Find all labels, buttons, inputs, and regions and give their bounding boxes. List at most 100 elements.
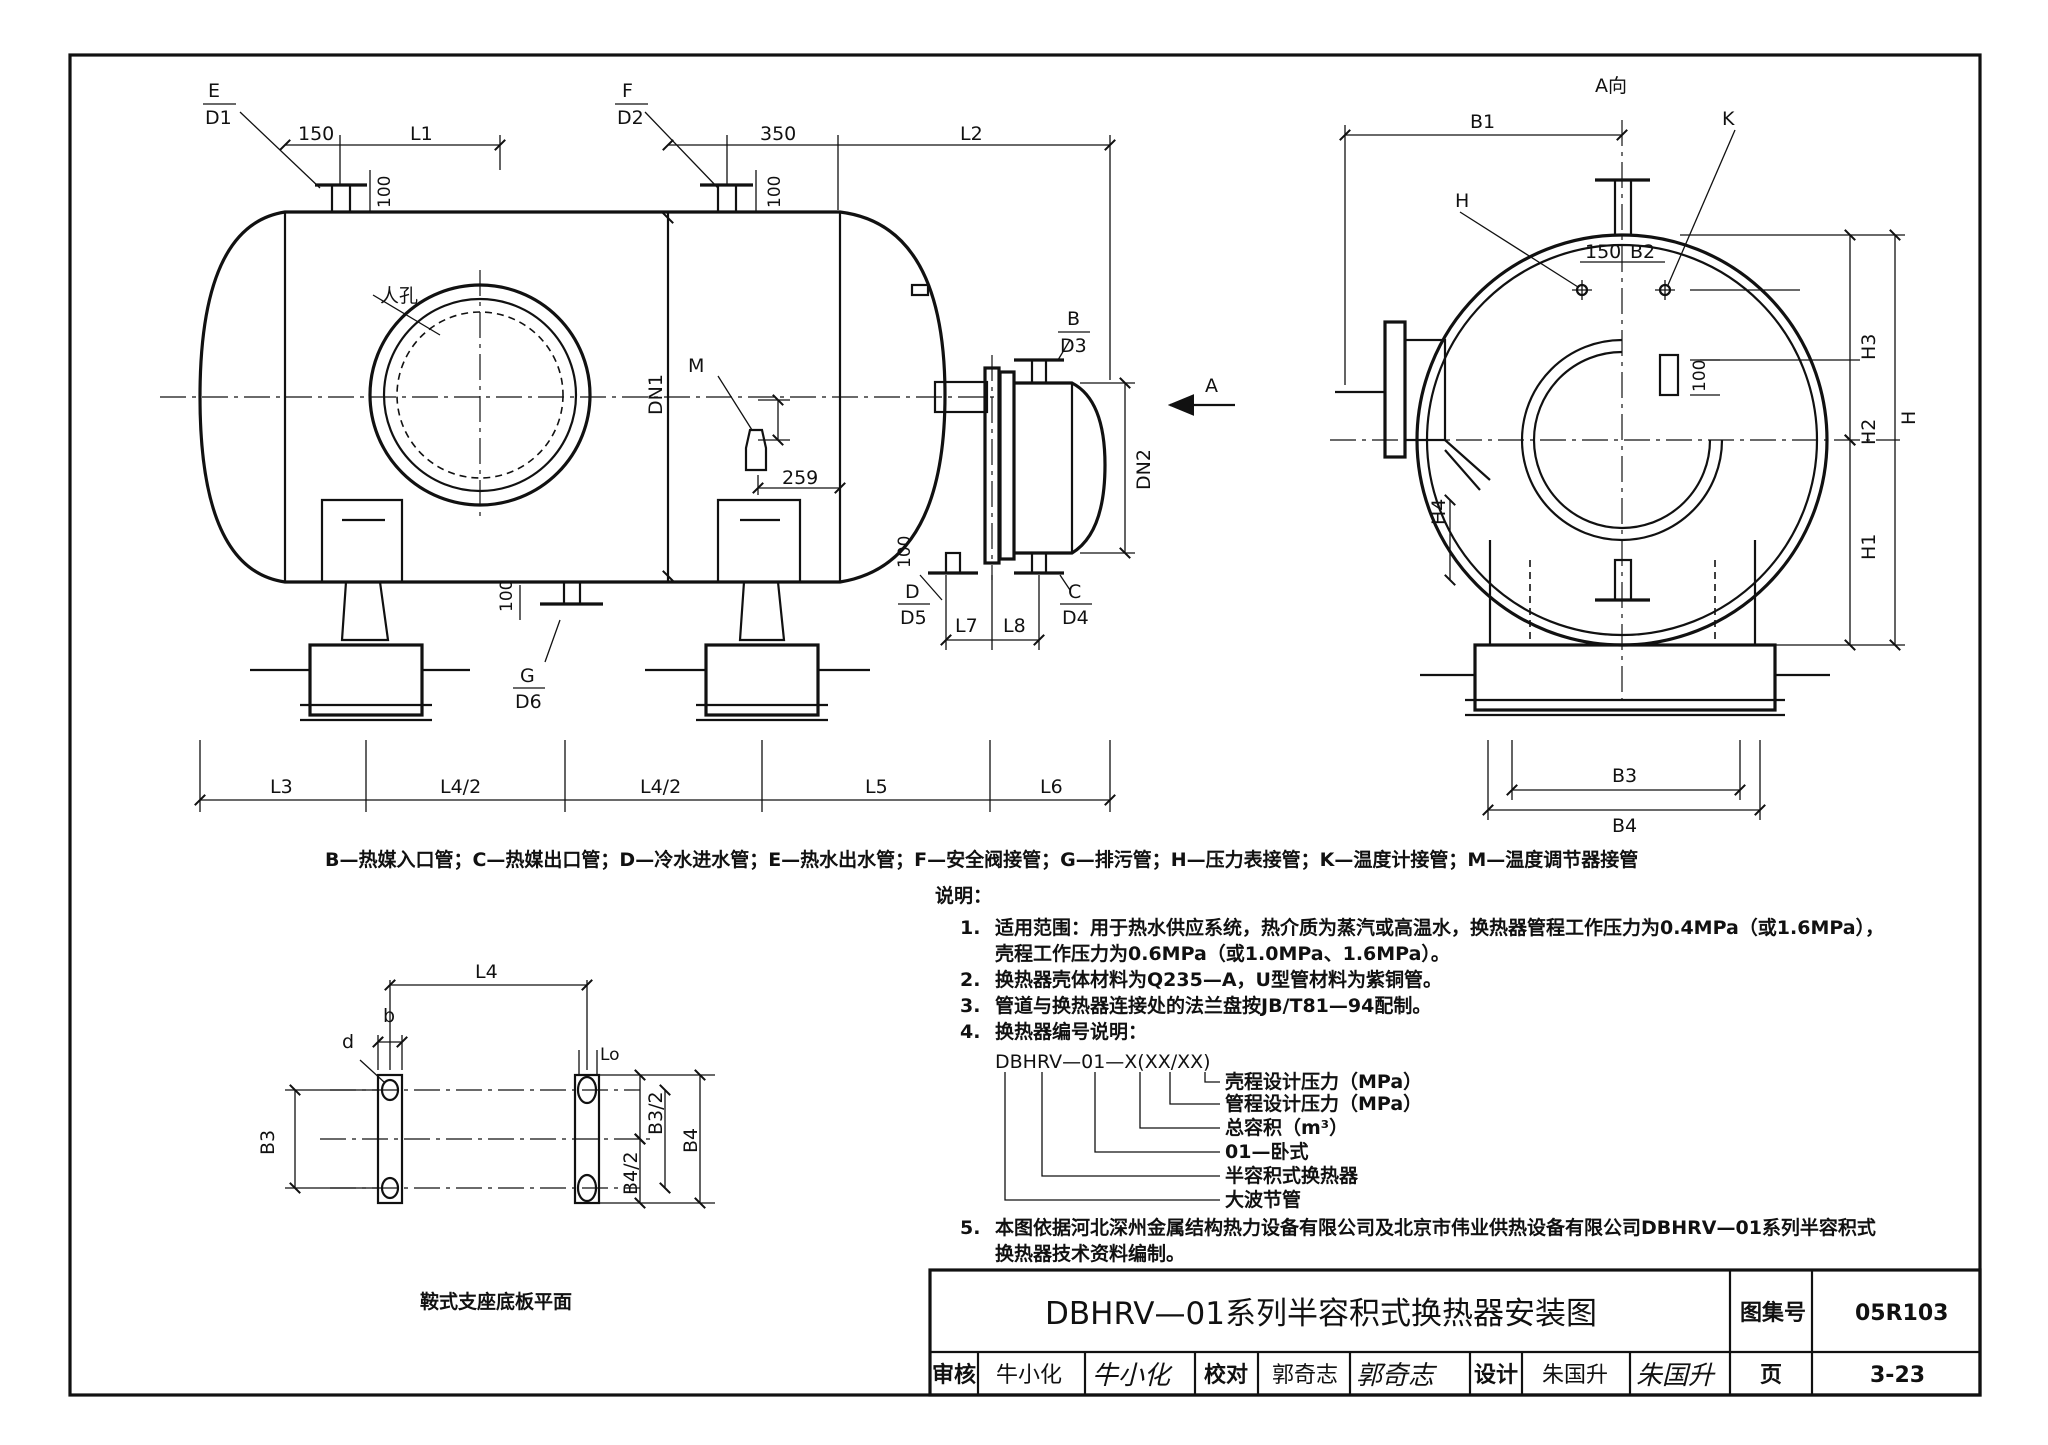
- dim-100-d: 100: [895, 536, 915, 568]
- dim-150-side: 150: [1585, 241, 1621, 263]
- note-1-num: 1.: [960, 917, 980, 939]
- dim-B1: B1: [1470, 111, 1495, 133]
- reviewer-signature: 牛小化: [1092, 1361, 1173, 1391]
- dim-B4-2-plan: B4/2: [620, 1151, 642, 1195]
- notes: 说明： 1. 适用范围：用于热水供应系统，热介质为蒸汽或高温水，换热器管程工作压…: [935, 884, 1884, 1265]
- dim-B3-side: B3: [1612, 765, 1637, 787]
- dim-L3: L3: [270, 776, 293, 798]
- dim-259: 259: [782, 467, 818, 489]
- dim-L8: L8: [1003, 615, 1026, 637]
- code-item-1: 壳程设计压力（MPa）: [1224, 1070, 1422, 1093]
- designer-signature: 朱国升: [1636, 1361, 1716, 1391]
- dim-100-side: 100: [1690, 360, 1710, 392]
- dim-H1: H1: [1858, 534, 1880, 560]
- note-5-num: 5.: [960, 1217, 980, 1239]
- dim-150-top: 150: [298, 123, 334, 145]
- label-E: E: [208, 80, 220, 102]
- label-D3: D3: [1060, 335, 1087, 357]
- label-b: b: [383, 1005, 395, 1027]
- base-plan-caption: 鞍式支座底板平面: [420, 1290, 572, 1313]
- view-arrow-A: A: [1205, 375, 1218, 397]
- label-D5: D5: [900, 607, 927, 629]
- label-K: K: [1722, 108, 1735, 130]
- dim-B3-2-plan: B3/2: [645, 1091, 667, 1135]
- code-item-4: 01—卧式: [1225, 1140, 1308, 1163]
- notes-heading: 说明：: [935, 884, 992, 907]
- atlas-number: 05R103: [1855, 1301, 1948, 1326]
- dim-L4-2-b: L4/2: [640, 776, 681, 798]
- reviewer-name: 牛小化: [996, 1363, 1062, 1388]
- main-view: 人孔: [160, 80, 1235, 812]
- dim-H3: H3: [1858, 334, 1880, 360]
- dim-L2: L2: [960, 123, 983, 145]
- code-item-5: 半容积式换热器: [1225, 1164, 1359, 1187]
- label-Lo: Lo: [600, 1045, 620, 1065]
- dim-DN1: DN1: [645, 374, 667, 415]
- dim-100-f: 100: [765, 176, 785, 208]
- side-view: A向 B1 K H 150 B2 100 H3 H2 H H4 H1 B3 B4: [1330, 75, 1920, 837]
- dim-H: H: [1898, 411, 1920, 425]
- tube-bundle-head: [919, 339, 1107, 650]
- note-1-a: 适用范围：用于热水供应系统，热介质为蒸汽或高温水，换热器管程工作压力为0.4MP…: [995, 916, 1884, 939]
- note-5-b: 换热器技术资料编制。: [995, 1242, 1185, 1265]
- label-D2: D2: [617, 107, 644, 129]
- drawing-title: DBHRV—01系列半容积式换热器安装图: [1045, 1296, 1597, 1332]
- saddle-right: [645, 498, 870, 722]
- dim-L6: L6: [1040, 776, 1063, 798]
- label-F: F: [622, 80, 633, 102]
- code-string: DBHRV—01—X(XX/XX): [995, 1051, 1211, 1073]
- note-4-num: 4.: [960, 1021, 980, 1043]
- manhole-label: 人孔: [380, 285, 418, 307]
- page-number: 3-23: [1870, 1363, 1925, 1388]
- dim-L5: L5: [865, 776, 888, 798]
- code-item-3: 总容积（m³）: [1225, 1116, 1348, 1139]
- dim-B4-plan: B4: [680, 1128, 702, 1153]
- dim-L4-2-a: L4/2: [440, 776, 481, 798]
- dim-100-g: 100: [497, 580, 517, 612]
- note-1-b: 壳程工作压力为0.6MPa（或1.0MPa、1.6MPa）。: [994, 942, 1450, 965]
- dim-B4-side: B4: [1612, 815, 1637, 837]
- atlas-label: 图集号: [1740, 1300, 1806, 1326]
- dim-H4: H4: [1428, 499, 1450, 525]
- note-3-num: 3.: [960, 995, 980, 1017]
- page-label: 页: [1760, 1363, 1782, 1388]
- label-G: G: [520, 665, 535, 687]
- checker-name: 郭奇志: [1272, 1363, 1338, 1388]
- label-D6: D6: [515, 691, 542, 713]
- label-d: d: [342, 1031, 354, 1053]
- label-C: C: [1068, 581, 1081, 603]
- base-plate-plan: L4 b d Lo B3 B4/2 B3/2 B4 鞍式支座底板平面: [257, 961, 715, 1313]
- side-view-title: A向: [1595, 75, 1627, 97]
- label-D: D: [905, 581, 920, 603]
- label-D1: D1: [205, 107, 232, 129]
- label-H-gauge: H: [1455, 190, 1469, 212]
- label-D4: D4: [1062, 607, 1089, 629]
- label-M: M: [688, 355, 704, 377]
- drawing-frame: [68, 53, 1982, 1397]
- dim-H2: H2: [1858, 419, 1880, 445]
- note-3: 管道与换热器连接处的法兰盘按JB/T81—94配制。: [995, 994, 1431, 1017]
- check-label: 校对: [1204, 1362, 1248, 1388]
- title-block: DBHRV—01系列半容积式换热器安装图 图集号 05R103 页 3-23 审…: [928, 1268, 1982, 1397]
- dim-B3-plan: B3: [257, 1130, 279, 1155]
- dim-L1: L1: [410, 123, 433, 145]
- dim-DN2: DN2: [1133, 449, 1155, 490]
- label-B: B: [1067, 308, 1080, 330]
- design-label: 设计: [1474, 1363, 1518, 1388]
- designer-name: 朱国升: [1542, 1363, 1608, 1388]
- pipe-legend: B—热媒入口管；C—热媒出口管；D—冷水进水管；E—热水出水管；F—安全阀接管；…: [325, 848, 1638, 871]
- note-4: 换热器编号说明：: [995, 1020, 1147, 1043]
- note-2: 换热器壳体材料为Q235—A，U型管材料为紫铜管。: [995, 968, 1442, 991]
- checker-signature: 郭奇志: [1356, 1361, 1438, 1391]
- review-label: 审核: [932, 1362, 976, 1388]
- note-2-num: 2.: [960, 969, 980, 991]
- dim-100-e: 100: [375, 176, 395, 208]
- saddle-left: [250, 498, 470, 722]
- code-item-2: 管程设计压力（MPa）: [1225, 1092, 1422, 1115]
- note-5-a: 本图依据河北深州金属结构热力设备有限公司及北京市伟业供热设备有限公司DBHRV—…: [995, 1216, 1876, 1239]
- dim-B2: B2: [1630, 241, 1655, 263]
- dim-L7: L7: [955, 615, 978, 637]
- dim-350: 350: [760, 123, 796, 145]
- code-item-6: 大波节管: [1225, 1188, 1301, 1211]
